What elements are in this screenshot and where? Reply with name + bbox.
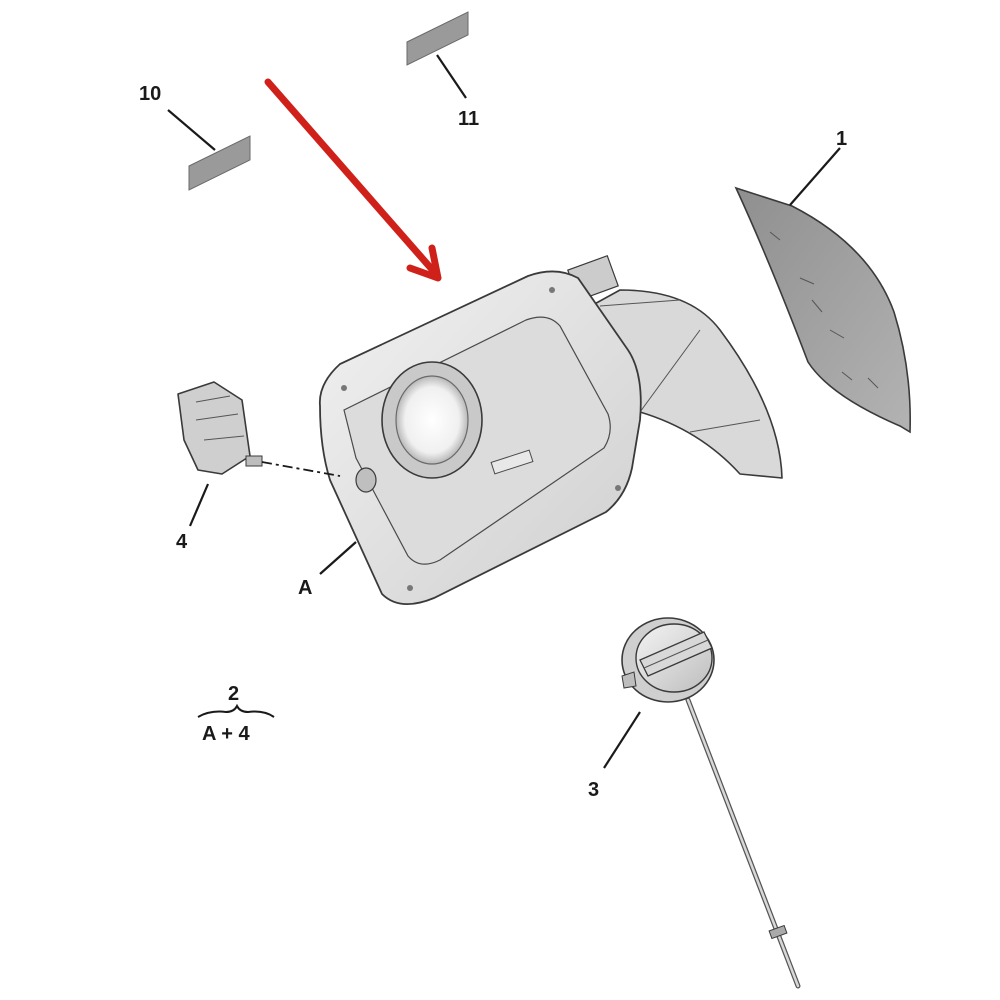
leader-line-A	[319, 541, 357, 575]
fuel-filler-cap	[621, 617, 801, 989]
kit-brace	[197, 703, 275, 718]
kit-contents: A + 4	[202, 723, 250, 745]
label-sticker-11	[406, 11, 469, 66]
callout-label-11: 11	[458, 108, 479, 130]
leader-line-11	[436, 54, 467, 99]
kit-number: 2	[228, 683, 239, 705]
kit-callout-2: 2 A + 4	[197, 683, 275, 745]
callout-label-4: 4	[176, 531, 188, 553]
leader-line-10	[167, 109, 216, 151]
callout-label-1: 1	[836, 128, 847, 150]
leader-line-4	[188, 483, 210, 527]
actuator-alignment-line	[261, 461, 341, 477]
fuel-filler-housing	[318, 255, 783, 605]
callout-label-3: 3	[588, 779, 599, 801]
leader-line-1	[789, 147, 841, 206]
direction-arrow	[264, 78, 442, 282]
leader-line-3	[603, 711, 641, 769]
callout-label-A: A	[298, 577, 312, 599]
fuel-flap-outer-panel	[734, 186, 911, 434]
callout-label-10: 10	[139, 83, 161, 105]
flap-lock-actuator	[177, 381, 263, 475]
label-sticker-10	[188, 135, 251, 191]
